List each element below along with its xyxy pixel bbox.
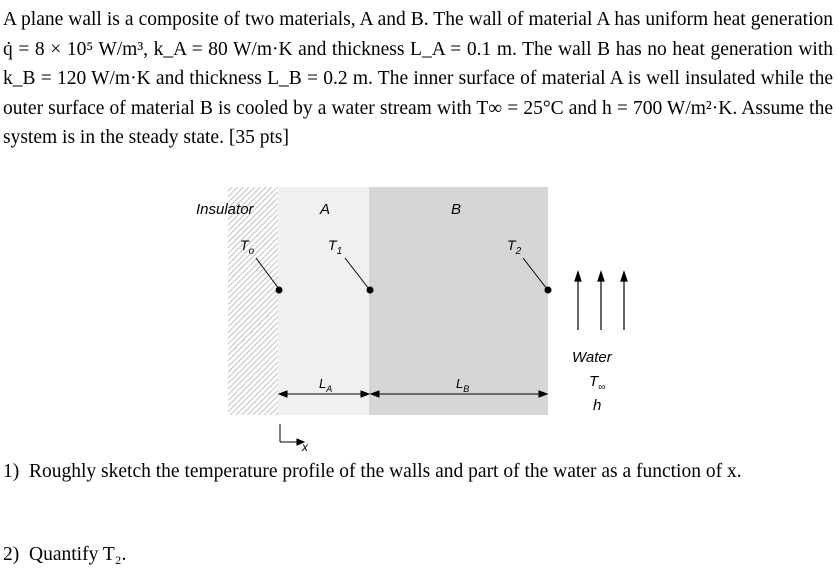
question-2-text: Quantify T₂.: [29, 544, 127, 565]
t1-point: [366, 286, 374, 294]
question-1: 1) Roughly sketch the temperature profil…: [3, 460, 742, 484]
la-label: LA: [319, 376, 332, 394]
t1-leader: [344, 257, 370, 290]
problem-statement: A plane wall is a composite of two mater…: [3, 5, 833, 153]
t2-leader: [522, 257, 548, 290]
t0-point: [275, 286, 283, 294]
material-a-label: A: [319, 201, 330, 218]
problem-text: A plane wall is a composite of two mater…: [3, 9, 833, 148]
t2-point: [544, 286, 552, 294]
t1-label: T1: [328, 237, 342, 257]
lb-label: LB: [456, 376, 469, 394]
t2-label: T2: [507, 237, 522, 257]
h-label: h: [593, 397, 601, 414]
material-b-region: [370, 187, 548, 415]
x-axis-indicator: [279, 424, 306, 446]
water-flow-arrows: [574, 270, 628, 330]
material-a-region: [278, 187, 370, 415]
material-b-label: B: [451, 201, 461, 218]
x-axis-label: x: [301, 440, 309, 454]
t-inf-label: T∞: [589, 373, 605, 393]
t0-leader: [255, 257, 280, 290]
insulator-region: [228, 187, 278, 415]
question-1-text: Roughly sketch the temperature profile o…: [29, 461, 742, 482]
question-2: 2) Quantify T₂.: [3, 543, 126, 567]
t0-label: To: [240, 237, 255, 257]
question-1-number: 1): [3, 461, 20, 482]
question-2-number: 2): [3, 544, 20, 565]
insulator-label: Insulator: [196, 201, 255, 218]
la-dimension-arrow: [277, 390, 371, 398]
water-label: Water: [572, 349, 613, 366]
lb-dimension-arrow: [369, 390, 549, 398]
